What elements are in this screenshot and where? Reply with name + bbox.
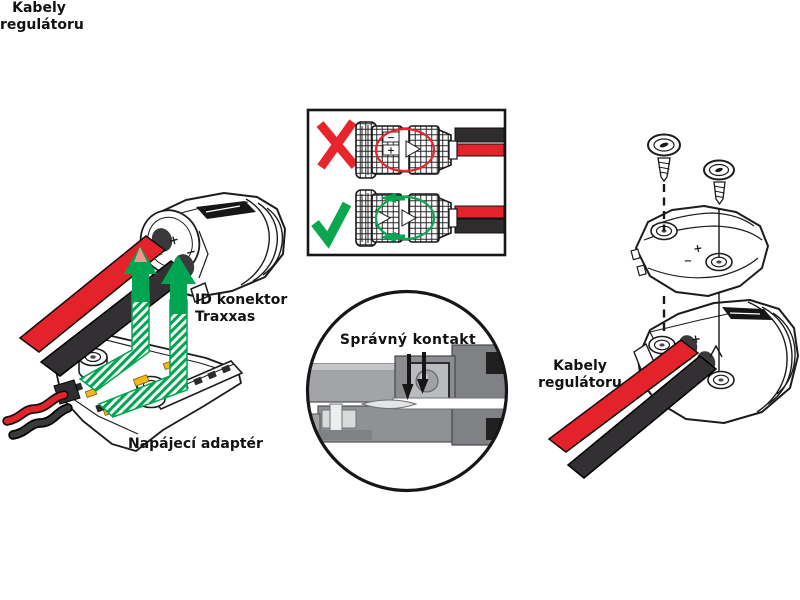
connector-screw-boss-right xyxy=(707,370,735,390)
correct-connection-pair xyxy=(355,189,505,247)
adapter-label: Napájecí adaptér xyxy=(128,436,263,452)
label-line: ID konektor xyxy=(195,292,288,308)
wrong-wire-red xyxy=(454,143,505,157)
label-line: regulátoru xyxy=(538,375,622,391)
correct-wire-red xyxy=(454,205,505,219)
magnifier-label: Správný kontakt xyxy=(339,332,477,348)
magnifier-circle xyxy=(305,289,509,493)
right-cables-label: Kabely regulátoru xyxy=(536,358,624,392)
right-assembly-diagram: + − xyxy=(547,133,799,479)
wrong-wire-black xyxy=(454,127,505,143)
mating-arrow-bottom xyxy=(380,232,405,242)
comparison-panel: − + xyxy=(306,108,507,257)
connector-logo-stripe xyxy=(196,201,256,219)
correct-wire-black xyxy=(454,218,505,234)
molded-arrow-mark xyxy=(709,344,723,358)
screw-left xyxy=(647,133,681,183)
label-line: regulátoru xyxy=(0,17,84,33)
right-cable-red xyxy=(547,339,700,453)
adapter-wire-black xyxy=(8,403,73,440)
contact-cross-section xyxy=(307,344,507,446)
label-line: Traxxas xyxy=(195,309,256,325)
down-arrow-right xyxy=(417,352,429,394)
green-arrow-left xyxy=(78,246,157,392)
wrong-connection-pair: − + xyxy=(355,121,505,179)
adapter-wire-red xyxy=(2,390,69,426)
polarity-minus-mark: − xyxy=(387,134,395,144)
connector-ribs xyxy=(240,198,284,286)
connector-cover: + − xyxy=(630,205,769,297)
polarity-minus-mark: − xyxy=(184,244,197,260)
polarity-plus-mark: + xyxy=(690,331,702,347)
down-arrow-left xyxy=(402,354,414,400)
contact-detail-magnifier xyxy=(305,289,509,493)
polarity-plus-mark: + xyxy=(387,146,395,157)
left-cables-label: Kabely regulátoru xyxy=(0,0,84,34)
check-icon xyxy=(311,201,352,249)
connector-logo-stripe xyxy=(722,307,773,320)
label-line: Kabely xyxy=(553,358,607,374)
polarity-plus-mark: + xyxy=(692,241,703,255)
id-connector-label: ID konektor Traxxas xyxy=(195,292,287,326)
left-assembly-diagram: + − xyxy=(2,192,286,452)
contact-spring xyxy=(360,399,418,409)
polarity-plus-mark: + xyxy=(167,232,180,248)
cross-icon xyxy=(316,119,359,170)
right-cable-black xyxy=(566,355,718,479)
latch-tab xyxy=(190,281,210,304)
polarity-minus-mark: − xyxy=(684,256,692,267)
regulator-cable-red xyxy=(18,235,167,353)
screw-right xyxy=(703,159,735,206)
correct-highlight-ellipse xyxy=(374,195,436,241)
arrow-tip-over-cable xyxy=(134,247,147,262)
label-line: Kabely xyxy=(12,0,66,16)
wrong-highlight-ellipse xyxy=(374,127,436,173)
green-arrow-right xyxy=(97,255,196,418)
